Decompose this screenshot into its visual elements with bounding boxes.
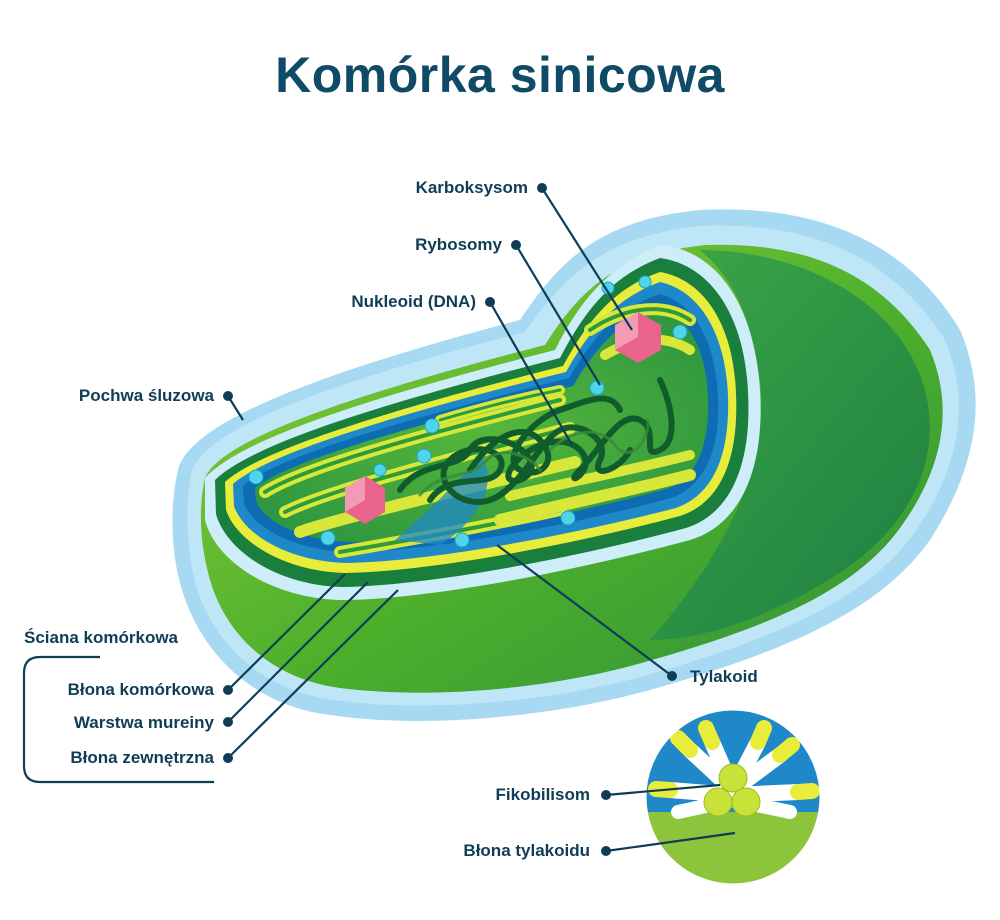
- carboxysome-2: [615, 312, 661, 363]
- phycobilisome-core: [703, 763, 761, 817]
- label-blona-zewnetrzna: Błona zewnętrzna: [70, 748, 214, 767]
- label-fikobilisom: Fikobilisom: [495, 785, 590, 804]
- ribosomes: [248, 275, 688, 548]
- label-karboksysom: Karboksysom: [415, 178, 528, 197]
- thylakoid-detail-circle: [645, 709, 821, 885]
- label-blona-tylakoidu: Błona tylakoidu: [463, 841, 590, 860]
- page-title: Komórka sinicowa: [275, 47, 725, 103]
- nucleoid-dna: [397, 377, 675, 505]
- label-sciana-komorkowa: Ściana komórkowa: [24, 628, 179, 647]
- label-tylakoid: Tylakoid: [690, 667, 758, 686]
- cell-end-cap: [650, 250, 930, 640]
- label-blona-komorkowa: Błona komórkowa: [67, 680, 214, 699]
- leader-dots: [223, 183, 677, 856]
- label-warstwa-mureiny: Warstwa mureiny: [73, 713, 214, 732]
- label-rybosomy: Rybosomy: [415, 235, 502, 254]
- label-nukleoid: Nukleoid (DNA): [351, 292, 476, 311]
- label-pochwa-sluzowa: Pochwa śluzowa: [78, 386, 214, 405]
- carboxysome-1: [345, 476, 385, 524]
- leader-lines: [22, 187, 736, 853]
